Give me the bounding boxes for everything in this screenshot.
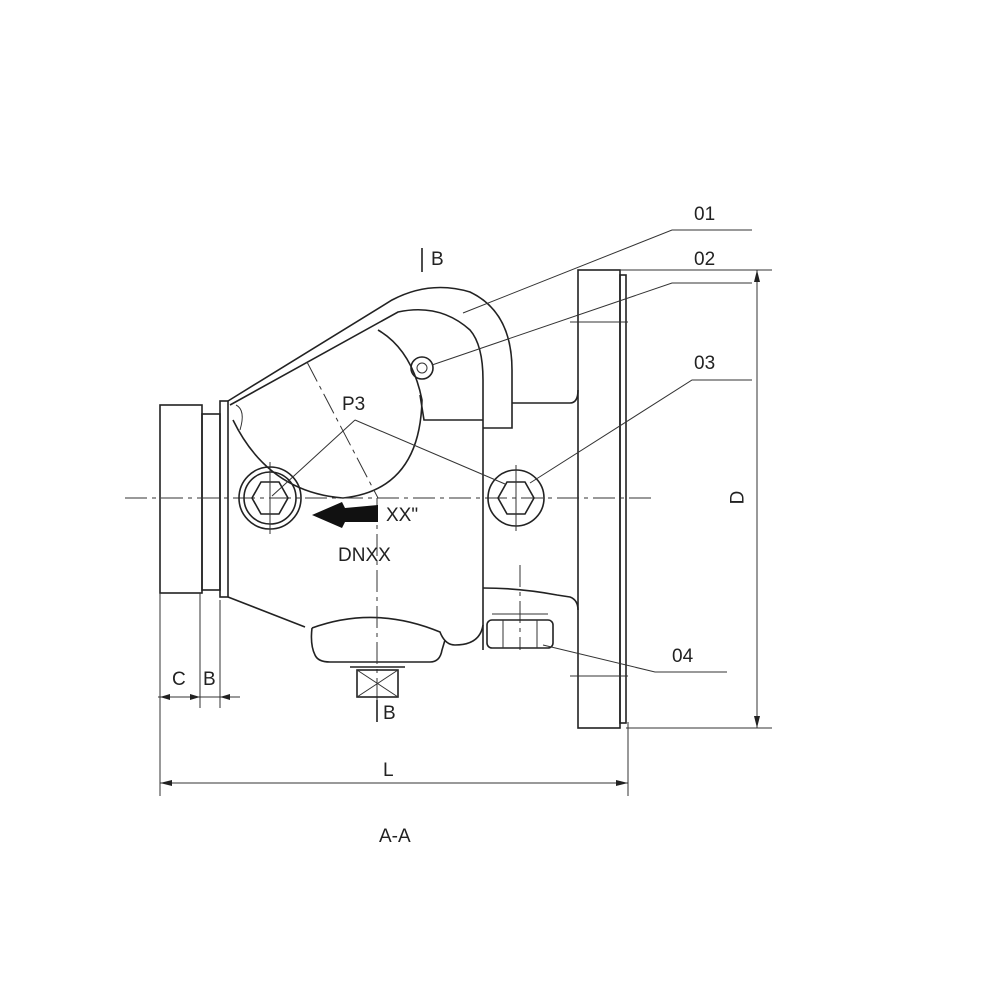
size-inch-label: XX" — [386, 505, 419, 526]
section-mark-top-label: B — [431, 249, 444, 270]
section-title: A-A — [379, 826, 411, 847]
dimension-d — [620, 269, 772, 729]
section-mark-bottom-label: B — [383, 703, 396, 724]
leader-lines — [271, 229, 752, 673]
dimension-l — [159, 593, 629, 796]
left-flange — [159, 400, 229, 598]
callout-04: 04 — [672, 646, 694, 667]
right-flange — [570, 269, 628, 729]
callout-01: 01 — [694, 204, 716, 225]
dimension-b-label: B — [203, 669, 216, 690]
dimension-d-label: D — [727, 490, 749, 505]
p3-label: P3 — [342, 394, 366, 415]
drain-plug — [350, 666, 405, 698]
bolt-02 — [410, 356, 434, 380]
size-dn-label: DNXX — [338, 545, 391, 566]
valve-body — [227, 286, 579, 663]
bolt-right — [487, 465, 545, 531]
dimension-c-label: C — [172, 669, 186, 690]
bolt-left — [238, 462, 302, 534]
flow-arrow — [312, 502, 378, 528]
callout-03: 03 — [694, 353, 716, 374]
callout-02: 02 — [694, 249, 716, 270]
centre-lines — [125, 361, 655, 710]
hinge-detail — [235, 404, 243, 431]
dimension-c-b — [158, 593, 240, 708]
nut-04 — [486, 613, 554, 649]
dimension-l-label: L — [383, 760, 394, 781]
